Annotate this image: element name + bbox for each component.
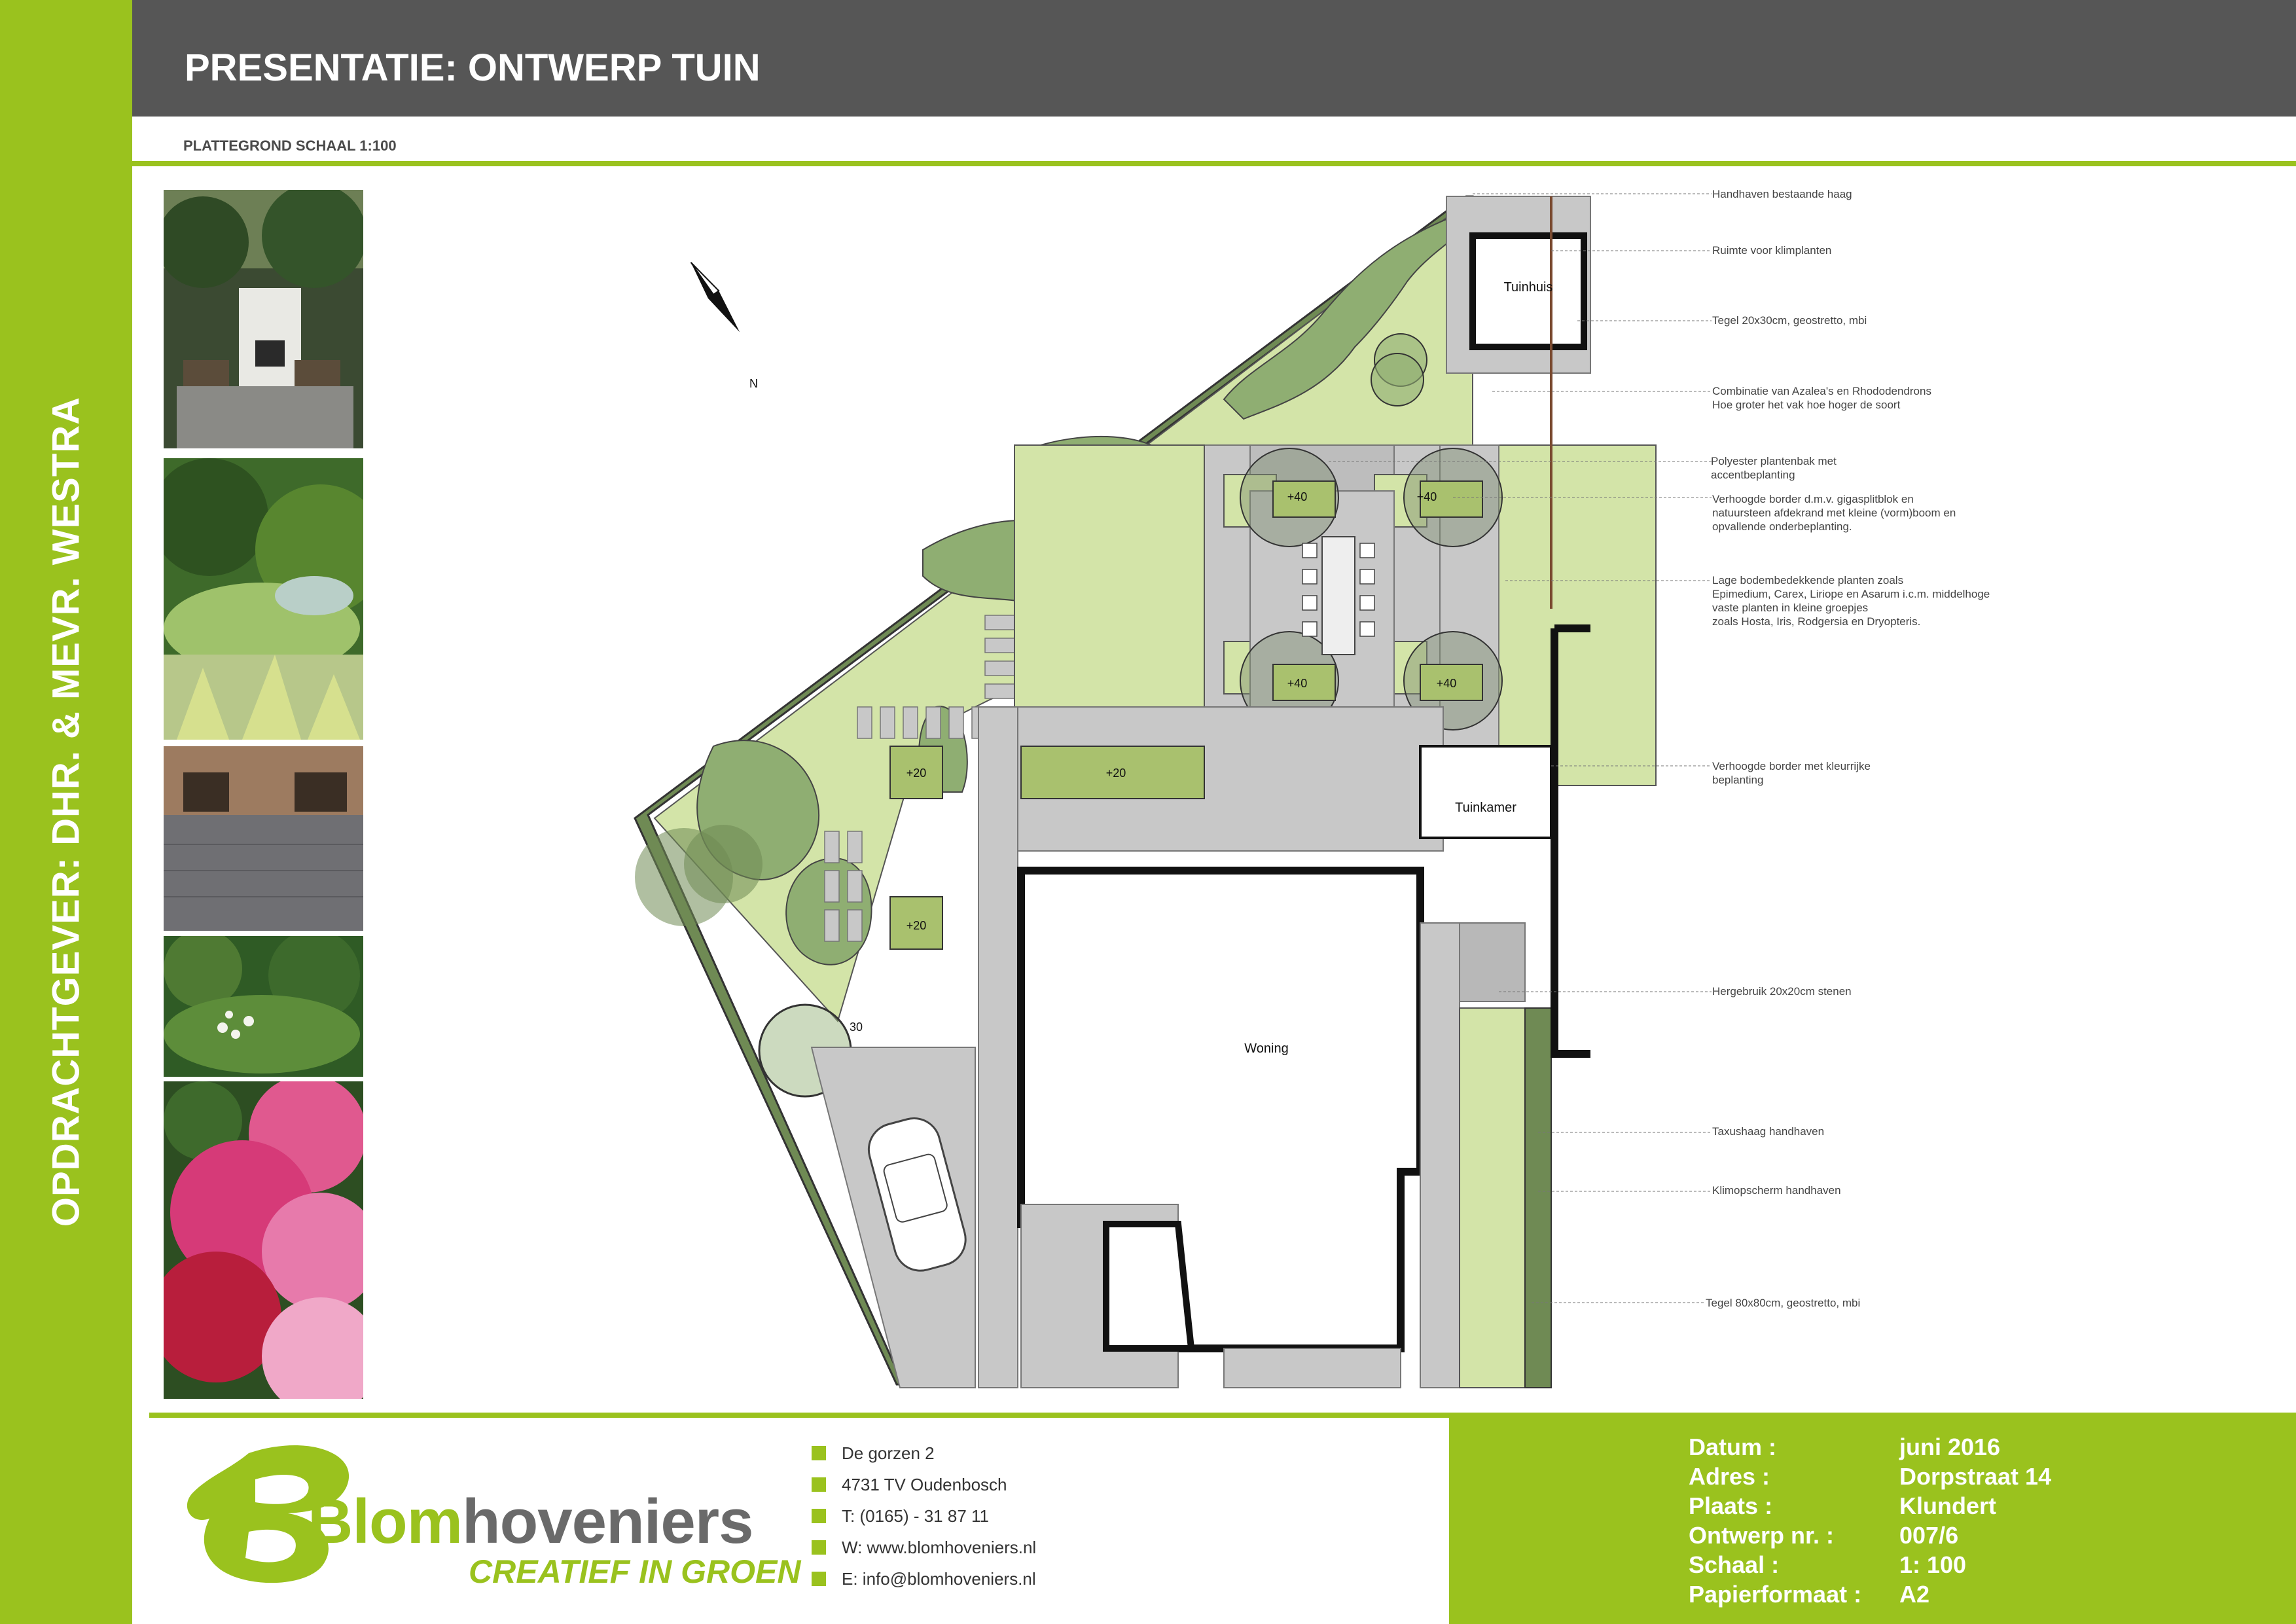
note-taxushaag: Taxushaag handhaven [1712, 1125, 1825, 1138]
info-row: Schaal :1: 100 [1689, 1551, 1967, 1578]
info-row: Papierformaat :A2 [1689, 1581, 1930, 1608]
header-divider [132, 161, 2296, 166]
planter-height: +20 [906, 767, 927, 780]
note-handhaven-haag: Handhaven bestaande haag [1712, 188, 1852, 200]
border-planting [1223, 208, 1473, 420]
header-bar: PRESENTATIE: ONTWERP TUIN [132, 0, 2296, 117]
side-path [978, 706, 1018, 1388]
note-klimopscherm: Klimopscherm handhaven [1712, 1184, 1841, 1197]
label-tuinhuis: Tuinhuis [1504, 280, 1553, 295]
note-azalea: Combinatie van Azalea's en Rhododendrons… [1712, 385, 1931, 411]
company-logo-icon [187, 1445, 350, 1583]
info-row: Datum :juni 2016 [1689, 1434, 2001, 1460]
tuinkamer [1419, 745, 1552, 839]
note-klimplanten: Ruimte voor klimplanten [1712, 244, 1832, 257]
note-tegel-20x30: Tegel 20x30cm, geostretto, mbi [1712, 314, 1867, 327]
plan-subtitle: PLATTEGROND SCHAAL 1:100 [183, 137, 397, 154]
tree-canopy [684, 825, 762, 903]
raised-planter [1403, 631, 1503, 731]
website-line: W: www.blomhoveniers.nl [812, 1532, 1036, 1563]
planter-20 [889, 746, 943, 799]
planter-height: +40 [1287, 677, 1308, 690]
planter-height: +20 [906, 919, 927, 932]
client-name: OPDRACHTGEVER: DHR. & MEVR. WESTRA [45, 396, 88, 1227]
label-north: N [749, 377, 758, 390]
note-polyester: Polyester plantenbak met accentbeplantin… [1711, 455, 1837, 481]
dining-chairs [1302, 543, 1375, 637]
label-woning: Woning [1244, 1041, 1288, 1056]
dining-table [1321, 536, 1355, 655]
garden-plan: Tuinhuis Tuinkamer Woning N +40 +40 +40 … [634, 193, 1712, 1388]
photo-azaleas [164, 1081, 363, 1399]
company-tagline: CREATIEF IN GROEN [469, 1553, 801, 1590]
email-line: E: info@blomhoveniers.nl [812, 1563, 1036, 1595]
raised-border-20 [1020, 746, 1205, 799]
footer-divider [149, 1413, 2296, 1418]
note-bodembedekkers: Lage bodembedekkende planten zoals Epime… [1712, 574, 1990, 628]
car [867, 1117, 967, 1272]
planter-height: +40 [1287, 490, 1308, 503]
planter-20 [889, 896, 943, 950]
info-row: Adres :Dorpstraat 14 [1689, 1463, 2052, 1490]
info-row: Ontwerp nr. :007/6 [1689, 1522, 1959, 1549]
raised-planter [1240, 448, 1339, 547]
page-title: PRESENTATIE: ONTWERP TUIN [185, 46, 761, 89]
company-footer [149, 1418, 1448, 1624]
tuinhuis [1469, 232, 1587, 350]
address-line: De gorzen 2 [812, 1437, 1036, 1469]
taxushaag [1524, 1007, 1552, 1388]
north-arrow-icon [690, 262, 740, 333]
label-tuinkamer: Tuinkamer [1455, 801, 1516, 815]
note-verhoogde-border: Verhoogde border d.m.v. gigasplitblok en… [1712, 493, 1956, 533]
planter-height: +40 [1417, 490, 1437, 503]
photo-shade-planting [164, 458, 363, 740]
planter-height: 30 [850, 1020, 863, 1034]
reused-tiles [1459, 922, 1526, 1002]
raised-planter [1240, 631, 1339, 731]
company-name: Blomhoveniers [308, 1487, 754, 1557]
planter-height: +20 [1106, 767, 1126, 780]
note-tegel-80x80: Tegel 80x80cm, geostretto, mbi [1706, 1297, 1861, 1309]
photo-white-flowers [164, 936, 363, 1077]
photo-garden-fireplace [164, 190, 363, 448]
note-kleurrijke-border: Verhoogde border met kleurrijke beplanti… [1712, 760, 1871, 786]
project-info-panel [1449, 1418, 2296, 1624]
address-line: 4731 TV Oudenbosch [812, 1469, 1036, 1500]
client-sidebar: OPDRACHTGEVER: DHR. & MEVR. WESTRA [0, 0, 132, 1624]
note-hergebruik: Hergebruik 20x20cm stenen [1712, 985, 1852, 998]
photo-brick-paving [164, 746, 363, 931]
company-address: De gorzen 2 4731 TV Oudenbosch T: (0165)… [812, 1437, 1036, 1595]
planter-height: +40 [1437, 677, 1457, 690]
info-row: Plaats :Klundert [1689, 1492, 1996, 1519]
phone-line: T: (0165) - 31 87 11 [812, 1500, 1036, 1532]
project-info: Datum :juni 2016 Adres :Dorpstraat 14 Pl… [1689, 1434, 2051, 1610]
